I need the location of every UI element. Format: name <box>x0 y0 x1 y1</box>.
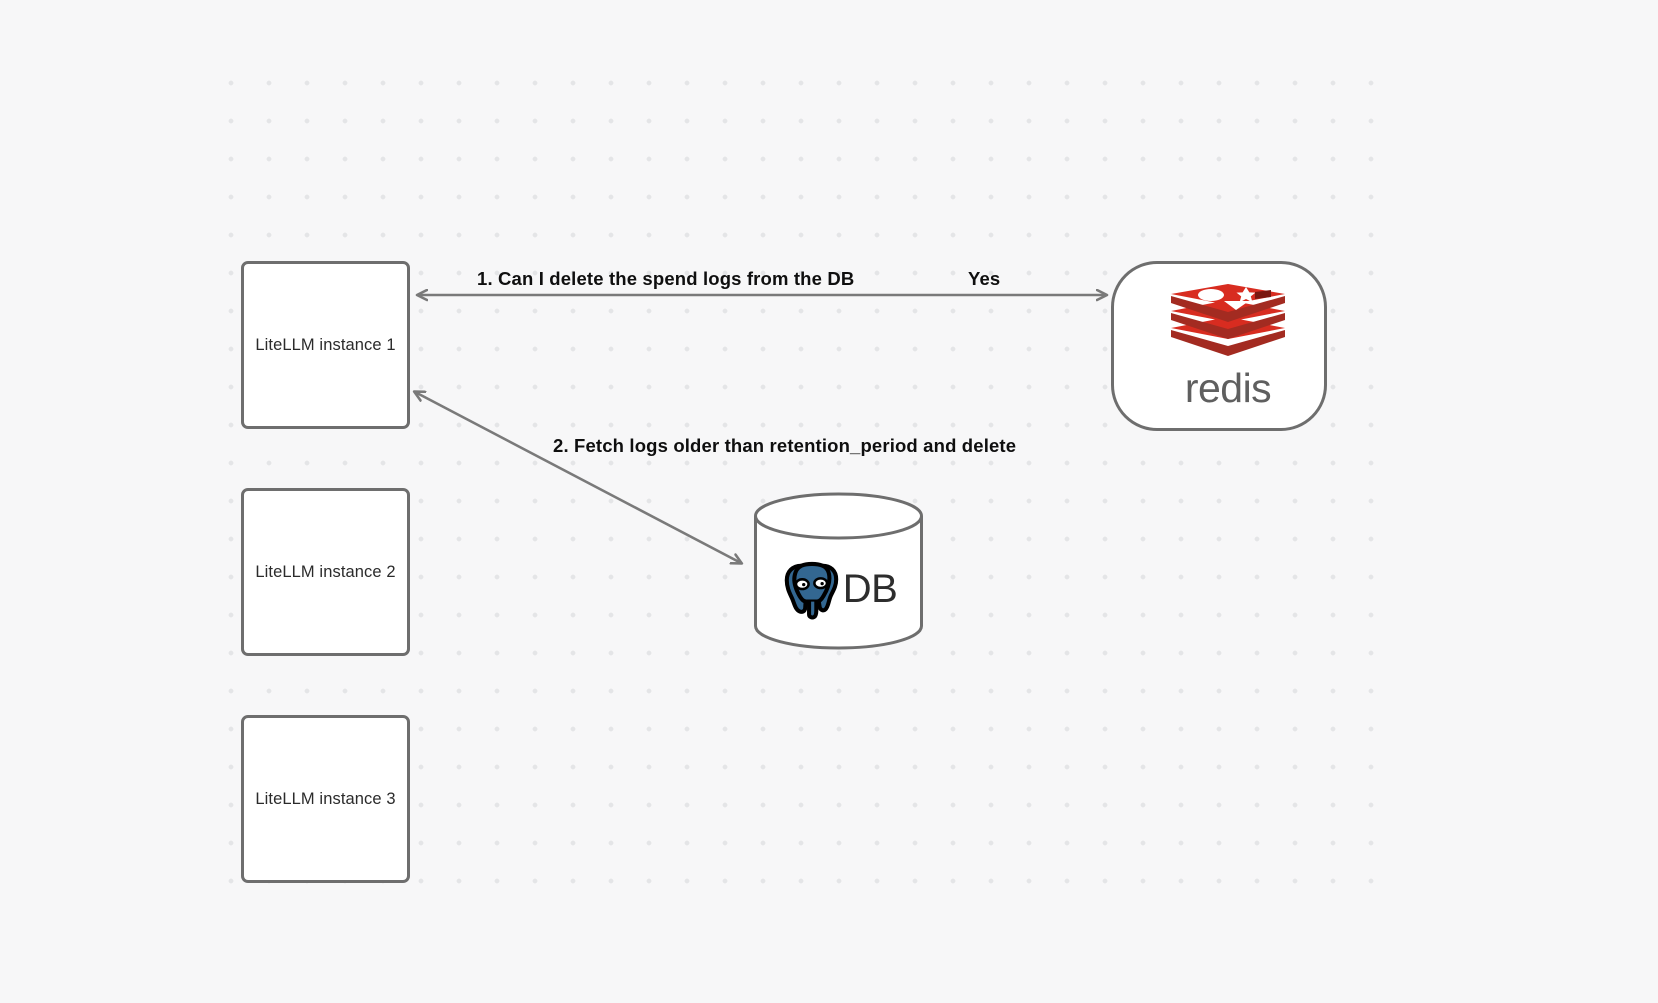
edge-instance1-database <box>415 392 741 563</box>
node-litellm-instance-1[interactable]: LiteLLM instance 1 <box>241 261 410 429</box>
node-litellm-instance-2[interactable]: LiteLLM instance 2 <box>241 488 410 656</box>
edge-label-1: 1. Can I delete the spend logs from the … <box>477 268 855 289</box>
node-redis[interactable]: redis <box>1111 261 1327 431</box>
redis-wordmark: redis <box>1184 364 1272 411</box>
redis-stack-icon <box>1171 283 1285 356</box>
node-label: LiteLLM instance 3 <box>255 789 396 808</box>
node-litellm-instance-3[interactable]: LiteLLM instance 3 <box>241 715 410 883</box>
redis-logo: redis <box>1114 264 1324 428</box>
node-database[interactable]: DB <box>753 492 924 650</box>
database-label: DB <box>842 566 898 611</box>
node-label: LiteLLM instance 1 <box>255 335 396 354</box>
postgresql-elephant-icon <box>784 561 838 620</box>
node-label: LiteLLM instance 2 <box>255 562 396 581</box>
cylinder-shape <box>754 492 923 650</box>
database-content: DB <box>753 492 924 650</box>
edge-label-2: 2. Fetch logs older than retention_perio… <box>553 435 1017 456</box>
edge-label-yes: Yes <box>968 268 1001 289</box>
